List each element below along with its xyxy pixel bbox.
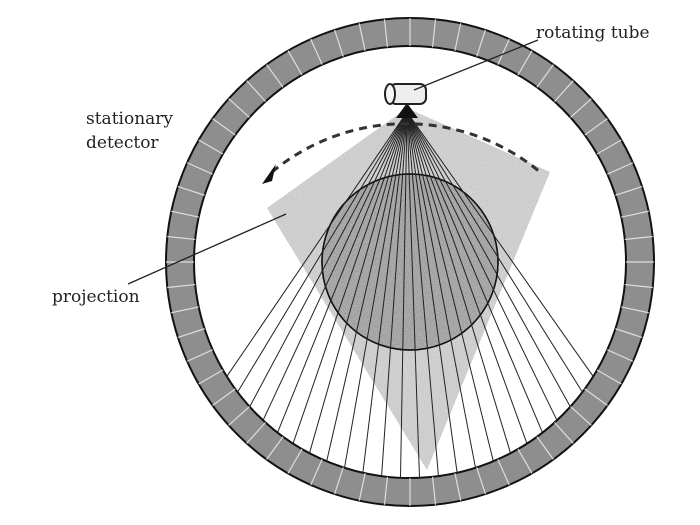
detector-segment-divider [615,186,643,196]
fan-ray [344,111,408,468]
detector-segment-divider [383,19,389,48]
fan-ray [406,111,476,468]
detector-segment-divider [198,139,224,155]
detector-segment-divider [266,64,284,88]
fan-ray [277,111,408,433]
fan-ray [406,111,458,473]
projection-label: projection [52,287,140,307]
detector-segment-divider [621,306,649,314]
fan-ray [406,111,512,454]
detector-segment-divider [607,162,634,175]
detector-segment-divider [334,467,344,495]
detector-segment-divider [310,38,323,65]
detector-segment-divider [624,283,653,289]
detector-segment-divider [476,29,486,57]
detector-segment-divider [171,210,199,218]
detector-segment-divider [358,473,366,501]
detector-segment-divider [186,349,213,362]
detector-segment-divider [454,23,462,51]
detector-label: detector [86,133,159,153]
detector-segment-divider [431,476,437,505]
detector-segment-divider [287,448,303,474]
detector-segment-divider [212,388,236,406]
detector-segment-divider [186,162,213,175]
rotating-tube-leader [413,39,539,91]
rotation-arrowhead [262,164,276,184]
detector-segment-divider [596,369,622,385]
fan-ray [406,111,583,393]
rotation-arc [271,122,541,174]
detector-segment-divider [431,19,437,48]
detector-segment-divider [266,436,284,460]
detector-segment-divider [536,64,554,88]
detector-segment-divider [570,406,592,426]
fan-ray [406,111,439,477]
fan-ray [292,111,408,444]
detector-segment-divider [198,369,224,385]
fan-ray [381,111,408,477]
detector-segment-divider [584,388,608,406]
detector-segment-divider [167,283,196,289]
detector-segment-divider [536,436,554,460]
fan-ray [262,111,408,421]
projection-leader [127,213,287,285]
fan-ray [226,111,408,377]
detector-segment-divider [167,235,196,241]
fan-rays [226,111,594,478]
detector-segment-divider [517,448,533,474]
detector-segment-divider [228,406,250,426]
fan-ray [406,111,558,421]
detector-segment-divider [476,467,486,495]
fan-ray [406,111,494,462]
fan-ray [406,111,543,433]
detector-segment-divider [554,422,574,444]
fan-ray [362,111,408,473]
detector-segment-divider [584,118,608,136]
fan-ray [406,111,528,444]
detector-segment-divider [177,186,205,196]
stationary-label: stationary [86,109,174,129]
fan-ray [406,111,571,408]
detector-segment-divider [497,38,510,65]
detector-segment-divider [621,210,649,218]
detector-segment-divider [358,23,366,51]
fan-ray [406,111,594,377]
detector-segment-divider [624,235,653,241]
detector-segment-divider [607,349,634,362]
detector-segment-divider [246,80,266,102]
fan-ray [399,111,408,478]
fan-ray [326,111,408,462]
detector-segment-divider [212,118,236,136]
detector-segment-divider [334,29,344,57]
detector-segment-divider [570,98,592,118]
detector-segment-divider [454,473,462,501]
detector-segment-divider [310,459,323,486]
rotating-tube-label: rotating tube [536,23,650,43]
detector-segment-divider [383,476,389,505]
detector-segments [166,18,654,506]
fan-ray [308,111,408,454]
detector-segment-divider [171,306,199,314]
detector-segment-divider [287,50,303,76]
detector-segment-divider [615,328,643,338]
detector-segment-divider [228,98,250,118]
detector-segment-divider [177,328,205,338]
fan-ray [237,111,408,393]
detector-segment-divider [497,459,510,486]
fan-ray [249,111,408,408]
detector-segment-divider [554,80,574,102]
fan-ray [406,111,421,478]
detector-segment-divider [517,50,533,76]
detector-segment-divider [596,139,622,155]
detector-segment-divider [246,422,266,444]
scanned-object-outline [321,173,499,351]
